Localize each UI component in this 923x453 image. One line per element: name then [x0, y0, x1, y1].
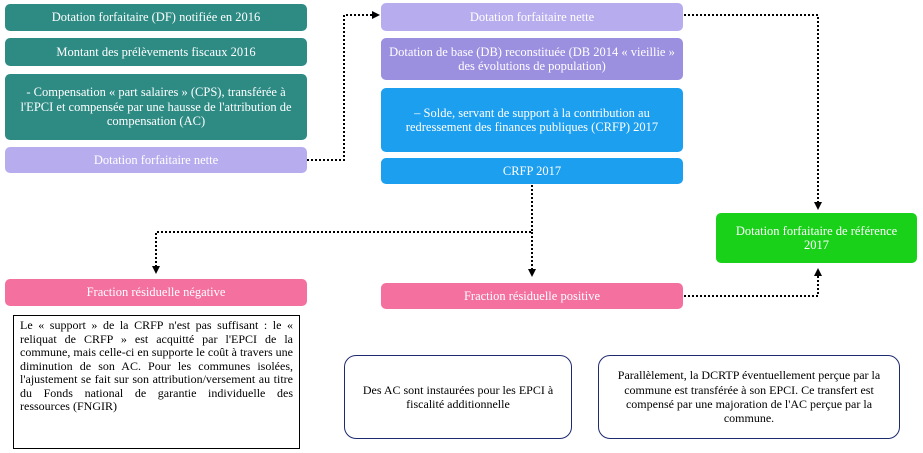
box-df-nette-left: Dotation forfaitaire nette	[5, 147, 307, 173]
box-fraction-negative: Fraction résiduelle négative	[5, 279, 307, 306]
note-dcrtp: Parallèlement, la DCRTP éventuellement p…	[598, 355, 900, 439]
box-dotation-base: Dotation de base (DB) reconstituée (DB 2…	[381, 38, 683, 80]
arrow-net-to-center	[307, 11, 380, 161]
box-solde-crfp: – Solde, servant de support à la contrib…	[381, 88, 683, 152]
box-fraction-positive: Fraction résiduelle positive	[381, 283, 683, 309]
arrow-crfp-to-negative	[152, 185, 533, 274]
negative-explanation: Le « support » de la CRFP n'est pas suff…	[13, 315, 300, 449]
box-df-nette-center: Dotation forfaitaire nette	[381, 3, 683, 31]
box-dotation-reference: Dotation forfaitaire de référence 2017	[716, 213, 917, 263]
note-ac-instaurees: Des AC sont instaurées pour les EPCI à f…	[344, 355, 572, 439]
arrow-positive-to-reference	[684, 268, 822, 297]
arrow-center-to-reference	[684, 14, 822, 210]
box-prelevements-fiscaux: Montant des prélèvements fiscaux 2016	[5, 38, 307, 66]
box-compensation-part-salaires: - Compensation « part salaires » (CPS), …	[5, 74, 307, 140]
box-crfp-2017: CRFP 2017	[381, 158, 683, 184]
box-df-notifiee: Dotation forfaitaire (DF) notifiée en 20…	[5, 4, 307, 31]
